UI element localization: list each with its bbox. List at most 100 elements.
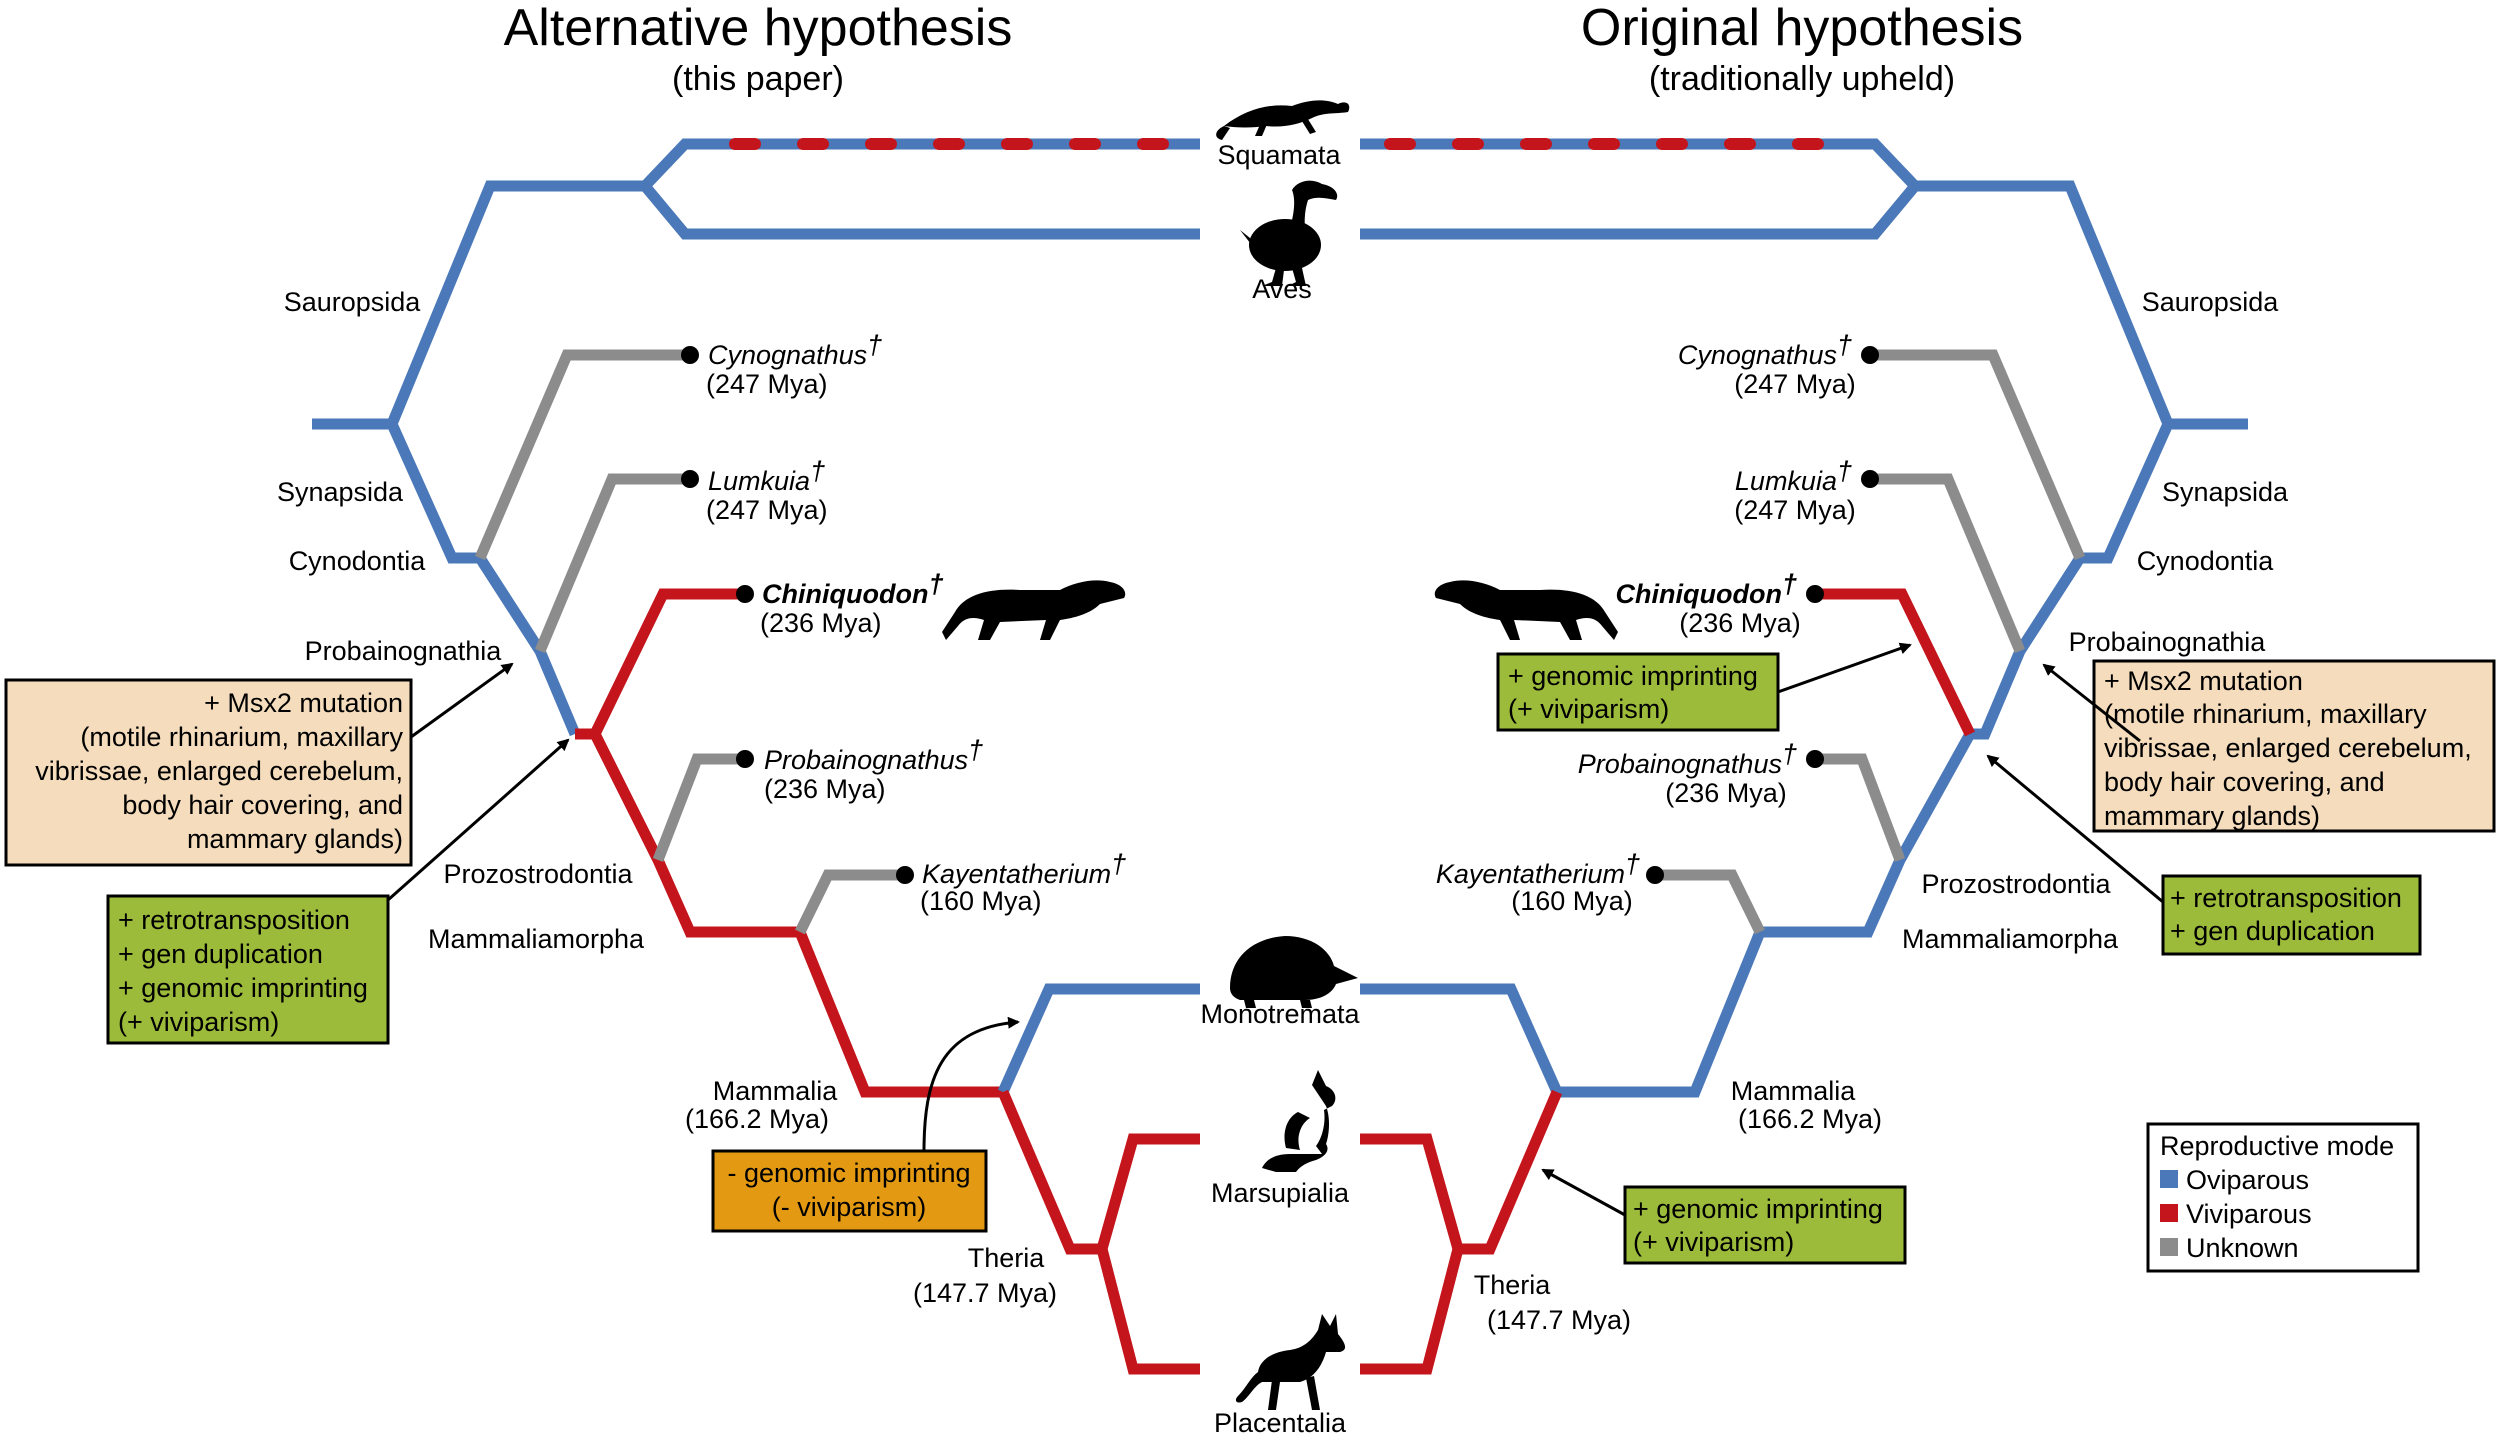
left-retro-line-2: + gen duplication <box>118 939 323 969</box>
legend: Reproductive mode Oviparous Viviparous U… <box>2146 1122 2420 1273</box>
right-branch-placentalia <box>1360 1247 1464 1375</box>
right-label-mammaliamorpha: Mammaliamorpha <box>1902 924 2119 954</box>
right-retro-box: + retrotransposition + gen duplication <box>2161 874 2422 956</box>
left-retro-line-1: + retrotransposition <box>118 905 350 935</box>
right-node-probainognathus <box>1806 750 1824 768</box>
left-fossil-kayentatherium-age: (160 Mya) <box>920 886 1042 916</box>
right-fossil-cynognathus-age: (247 Mya) <box>1734 369 1856 399</box>
left-label-theria-age: (147.7 Mya) <box>913 1278 1057 1308</box>
left-loss-box: - genomic imprinting (- viviparism) <box>711 1149 988 1233</box>
wallaby-silhouette <box>1262 1070 1336 1172</box>
left-fossil-cynognathus-age: (247 Mya) <box>706 369 828 399</box>
left-fossil-probainognathus-age: (236 Mya) <box>764 774 886 804</box>
right-branch-probainognathus <box>1815 753 1906 862</box>
legend-label-viviparous: Viviparous <box>2186 1199 2312 1229</box>
left-fossil-chiniquodon: Chiniquodon† <box>762 569 943 609</box>
right-node-lumkuia <box>1861 470 1879 488</box>
left-branch-placentalia <box>1096 1247 1200 1375</box>
right-msx2-line-3: vibrissae, enlarged cerebelum, <box>2104 733 2472 763</box>
legend-swatch-viviparous <box>2160 1204 2178 1222</box>
left-retro-box: + retrotransposition + gen duplication +… <box>106 894 390 1045</box>
right-label-probainognathia: Probainognathia <box>2069 627 2267 657</box>
left-label-synapsida: Synapsida <box>277 477 404 507</box>
left-tree <box>312 138 1200 1375</box>
left-label-probainognathia: Probainognathia <box>305 636 503 666</box>
left-node-chiniquodon <box>736 585 754 603</box>
right-theria-line-2: (+ viviparism) <box>1633 1227 1794 1257</box>
left-loss-arrow <box>922 1016 1020 1152</box>
right-fossil-chiniquodon-age: (236 Mya) <box>1679 608 1801 638</box>
left-msx2-box: + Msx2 mutation (motile rhinarium, maxil… <box>4 678 413 867</box>
left-msx2-line-5: mammary glands) <box>187 824 403 854</box>
left-label-sauropsida: Sauropsida <box>284 287 422 317</box>
left-fossil-kayentatherium: Kayentatherium† <box>922 849 1126 889</box>
taxon-marsupialia: Marsupialia <box>1211 1178 1350 1208</box>
lizard-silhouette <box>1216 100 1350 140</box>
left-fossil-probainognathus: Probainognathus† <box>764 735 983 775</box>
right-msx2-line-1: + Msx2 mutation <box>2104 666 2303 696</box>
right-fossil-kayentatherium: Kayentatherium† <box>1436 849 1640 889</box>
left-fossil-chiniquodon-age: (236 Mya) <box>760 608 882 638</box>
taxon-monotremata: Monotremata <box>1200 999 1360 1029</box>
left-subtitle: (this paper) <box>672 60 844 98</box>
right-fossil-probainognathus-age: (236 Mya) <box>1665 778 1787 808</box>
right-fossil-kayentatherium-age: (160 Mya) <box>1511 886 1633 916</box>
left-label-theria: Theria <box>968 1243 1046 1273</box>
left-retro-arrow <box>387 738 570 902</box>
legend-swatch-unknown <box>2160 1238 2178 1256</box>
left-branch-chiniquodon <box>575 588 745 740</box>
left-branch-probainognathus <box>652 753 745 862</box>
left-node-cynognathus <box>681 346 699 364</box>
left-label-cynodontia: Cynodontia <box>289 546 427 576</box>
left-branch-prozostrodontia <box>590 731 1003 1098</box>
right-theria-box: + genomic imprinting (+ viviparism) <box>1623 1185 1907 1265</box>
right-branch-monotremata <box>1360 983 1563 1095</box>
echidna-silhouette <box>1230 936 1358 1008</box>
right-label-synapsida: Synapsida <box>2162 477 2289 507</box>
dodo-silhouette <box>1240 180 1338 286</box>
taxon-placentalia: Placentalia <box>1214 1408 1347 1437</box>
left-branch-cynognathus <box>474 349 690 561</box>
left-msx2-line-2: (motile rhinarium, maxillary <box>80 722 403 752</box>
right-retro-line-2: + gen duplication <box>2170 916 2375 946</box>
left-label-mammaliamorpha: Mammaliamorpha <box>428 924 645 954</box>
left-retro-line-3: + genomic imprinting <box>118 973 368 1003</box>
right-imprint-line-1: + genomic imprinting <box>1508 661 1758 691</box>
right-branch-aves <box>1360 182 1920 240</box>
right-label-theria: Theria <box>1474 1270 1552 1300</box>
left-node-probainognathus <box>736 750 754 768</box>
right-msx2-line-4: body hair covering, and <box>2104 767 2385 797</box>
taxon-squamata: Squamata <box>1217 140 1341 170</box>
left-cynodont-silhouette <box>942 580 1126 640</box>
left-loss-line-1: - genomic imprinting <box>727 1158 970 1188</box>
right-theria-line-1: + genomic imprinting <box>1633 1194 1883 1224</box>
right-branch-squamata <box>1360 138 1919 190</box>
right-node-chiniquodon <box>1806 585 1824 603</box>
legend-label-unknown: Unknown <box>2186 1233 2299 1263</box>
right-label-mammalia: Mammalia <box>1731 1076 1857 1106</box>
left-loss-line-2: (- viviparism) <box>772 1192 927 1222</box>
left-node-kayentatherium <box>896 866 914 884</box>
right-label-sauropsida: Sauropsida <box>2142 287 2280 317</box>
right-retro-arrow <box>1986 754 2164 904</box>
right-imprint-line-2: (+ viviparism) <box>1508 694 1669 724</box>
right-branch-lumkuia <box>1870 473 2026 654</box>
left-label-prozostrodontia: Prozostrodontia <box>443 859 633 889</box>
right-msx2-line-5: mammary glands) <box>2104 801 2320 831</box>
left-msx2-line-4: body hair covering, and <box>122 790 403 820</box>
left-node-lumkuia <box>681 470 699 488</box>
left-branch-lumkuia <box>534 473 690 654</box>
left-retro-line-4: (+ viviparism) <box>118 1007 279 1037</box>
left-branch-squamata <box>641 138 1200 190</box>
left-branch-theria <box>997 1089 1102 1255</box>
left-branch-aves <box>640 182 1200 240</box>
right-imprint-arrow <box>1777 642 1912 694</box>
right-retro-line-1: + retrotransposition <box>2170 883 2402 913</box>
left-branch-sauropsida <box>386 180 645 427</box>
right-cynodont-silhouette <box>1434 580 1618 640</box>
right-fossil-lumkuia-age: (247 Mya) <box>1734 495 1856 525</box>
left-fossil-cynognathus: Cynognathus† <box>708 330 882 370</box>
right-branch-theria <box>1458 1089 1563 1255</box>
right-branch-chiniquodon <box>1815 588 1975 737</box>
